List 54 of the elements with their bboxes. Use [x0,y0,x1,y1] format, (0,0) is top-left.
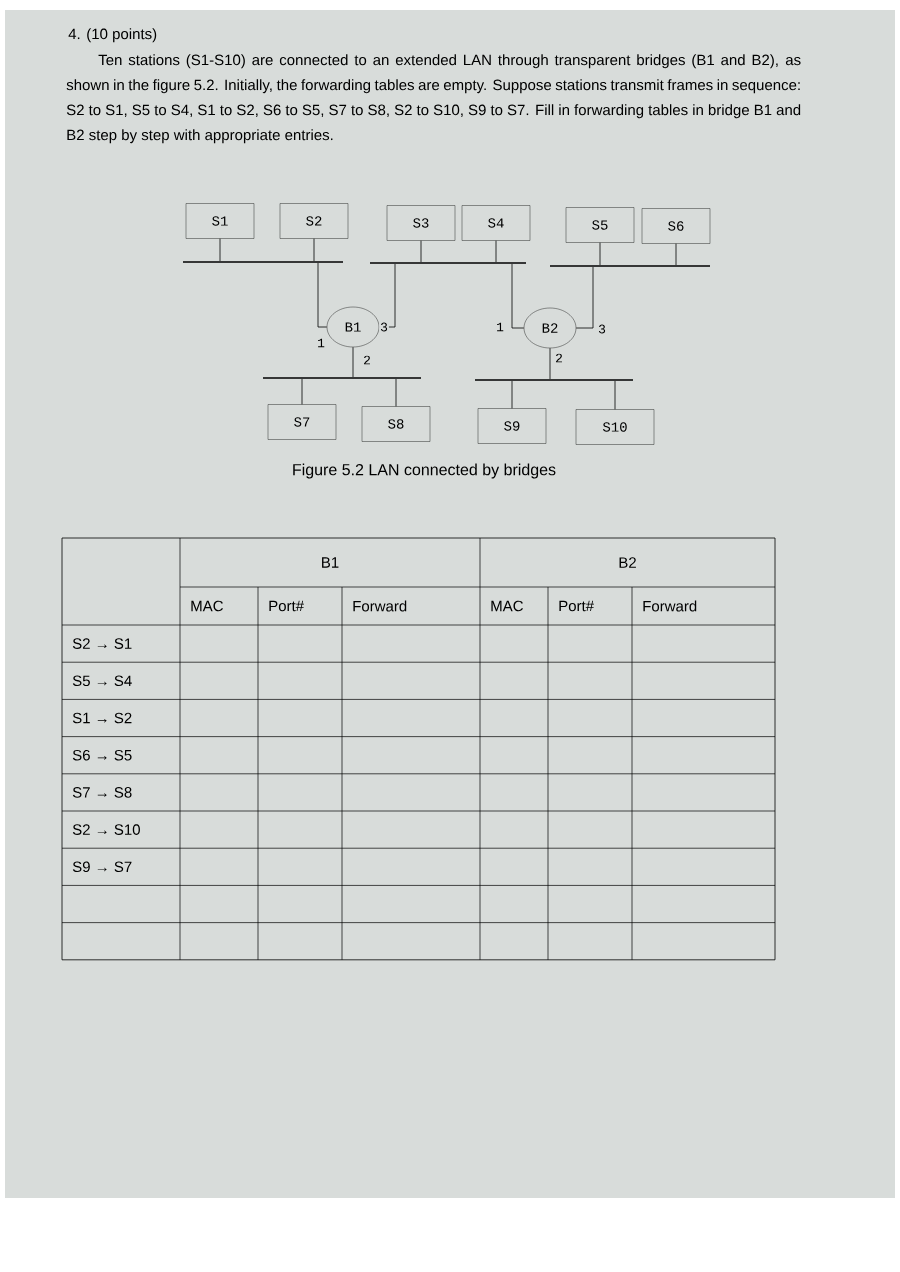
row-label: S2 → S1 [72,638,132,649]
column-header: MAC [191,600,223,612]
station-box: S7 [267,404,337,440]
lan-bus-line [183,261,343,263]
port-number: 3 [380,322,388,332]
cable-line [395,378,397,407]
cable-line [352,346,354,378]
row-label: S7 → S8 [72,787,132,798]
column-header: MAC [491,600,523,612]
lan-bus-line [263,377,421,379]
row-label: S5 → S4 [72,675,132,687]
station-box: S6 [641,208,711,244]
station-box: S1 [185,203,255,239]
station-box: S2 [279,203,349,239]
cable-line [511,263,525,329]
row-label: S6 → S5 [72,749,132,761]
problem-text: Ten stations (S1-S10) are connected to an extended LAN through transparent bridges (B1 and B2), as shown in the figure 5.2. Initially, the forwarding tables are empty. Suppose stations transmit frames in sequence: S2 to S1, S5 to S4, S1 to S2, S6 to S5, S7 to S8, S2 to S10, S9 to S7. Fill in forwarding tables in bridge B1 and B2 step by step with appropriate entries. [66,54,801,144]
station-box: S8 [361,406,431,442]
bridge-header: B2 [619,557,636,568]
port-number: 2 [364,355,370,365]
cable-line [614,380,616,410]
cable-line [675,243,677,266]
cable-line [313,238,315,262]
port-number: 1 [318,338,325,348]
column-header: Forward [643,600,697,612]
row-label: S1 → S2 [72,712,132,724]
port-number: 1 [497,322,504,332]
column-header: Forward [353,600,407,612]
station-box: S10 [575,409,655,445]
question-number: 4. (10 points) [68,28,157,43]
lan-bus-line [475,379,633,381]
cable-line [549,347,551,380]
cable-line [575,266,594,329]
figure-caption: Figure 5.2 LAN connected by bridges [293,463,556,479]
lan-bus-line [370,262,526,264]
cable-line [511,380,513,409]
cable-line [219,238,221,262]
row-label: S2 → S10 [72,824,140,835]
station-box: S4 [461,205,531,241]
cable-line [301,378,303,405]
cable-line [599,242,601,266]
bridge-header: B1 [322,557,339,568]
row-label: S9 → S7 [72,861,132,873]
port-number: 3 [598,324,606,334]
port-number: 2 [556,353,562,363]
station-box: S5 [565,207,635,243]
column-header: Port# [269,600,304,612]
station-box: S9 [477,408,547,444]
cable-line [420,240,422,263]
column-header: Port# [559,600,594,612]
cable-line [495,240,497,263]
station-box: S3 [386,205,456,241]
lan-bus-line [550,265,710,267]
cable-line [317,262,328,328]
